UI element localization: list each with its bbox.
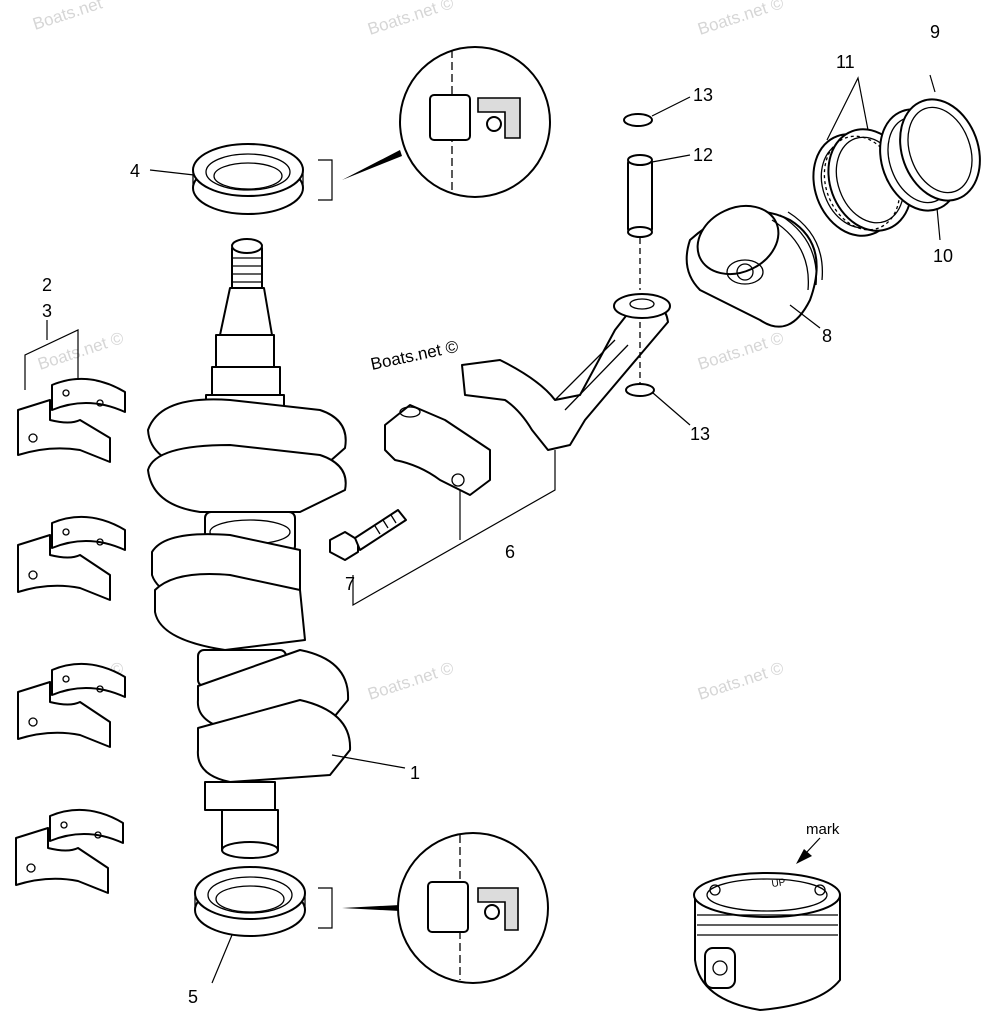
callout-crankshaft: 1 (410, 763, 420, 783)
callout-ring-9: 9 (930, 22, 940, 42)
mark-label: mark (806, 821, 840, 838)
rod-bolt (329, 509, 407, 561)
main-bearing (17, 662, 126, 748)
callout-upper-oil-seal: 4 (130, 161, 140, 181)
watermark: Boats.net © (35, 328, 126, 374)
watermark: Boats.net © (695, 328, 786, 374)
main-bearing (15, 808, 124, 894)
callout-ring-11: 11 (836, 52, 855, 72)
callout-connecting-rod: 6 (505, 542, 515, 562)
leader-lines (24, 74, 941, 984)
callout-lower-oil-seal: 5 (188, 987, 198, 1007)
callout-clip-upper: 13 (693, 85, 713, 105)
watermark: Boats.net © (365, 658, 456, 704)
callout-rod-bolt: 7 (345, 574, 355, 594)
piston-up-label: UP (771, 877, 787, 890)
main-bearing (17, 515, 126, 601)
callout-piston: 8 (822, 326, 832, 346)
callout-bearing-2: 2 (42, 275, 52, 295)
piston-ring (899, 98, 981, 202)
piston (685, 204, 824, 328)
callout-labels: 1 2 3 4 5 6 7 8 9 10 11 12 13 13 mark (42, 22, 953, 1007)
piston-pin (627, 154, 653, 290)
lower-oil-seal (194, 866, 306, 937)
watermark: Boats.net © (695, 0, 786, 39)
watermark-dark: Boats.net © (369, 337, 461, 374)
callout-ring-10: 10 (933, 246, 953, 266)
piston-pin-clip-upper (623, 113, 653, 127)
callout-bearing-3: 3 (42, 301, 52, 321)
callout-piston-pin: 12 (693, 145, 713, 165)
connecting-rod (461, 293, 671, 451)
upper-seal-detail-callout (318, 46, 551, 201)
rod-group-leaders (352, 450, 556, 607)
crankshaft (147, 238, 352, 859)
connecting-rod-cap (384, 404, 491, 496)
lower-seal-detail-callout (318, 832, 549, 984)
callout-clip-lower: 13 (690, 424, 710, 444)
piston-mark-detail: UP (693, 837, 841, 1011)
watermark: Boats.net (30, 0, 104, 34)
watermark: Boats.net © (695, 658, 786, 704)
watermark: Boats.net © (365, 0, 456, 39)
piston-pin-clip-lower (625, 322, 655, 397)
upper-oil-seal (192, 143, 304, 215)
main-bearing (17, 377, 126, 463)
